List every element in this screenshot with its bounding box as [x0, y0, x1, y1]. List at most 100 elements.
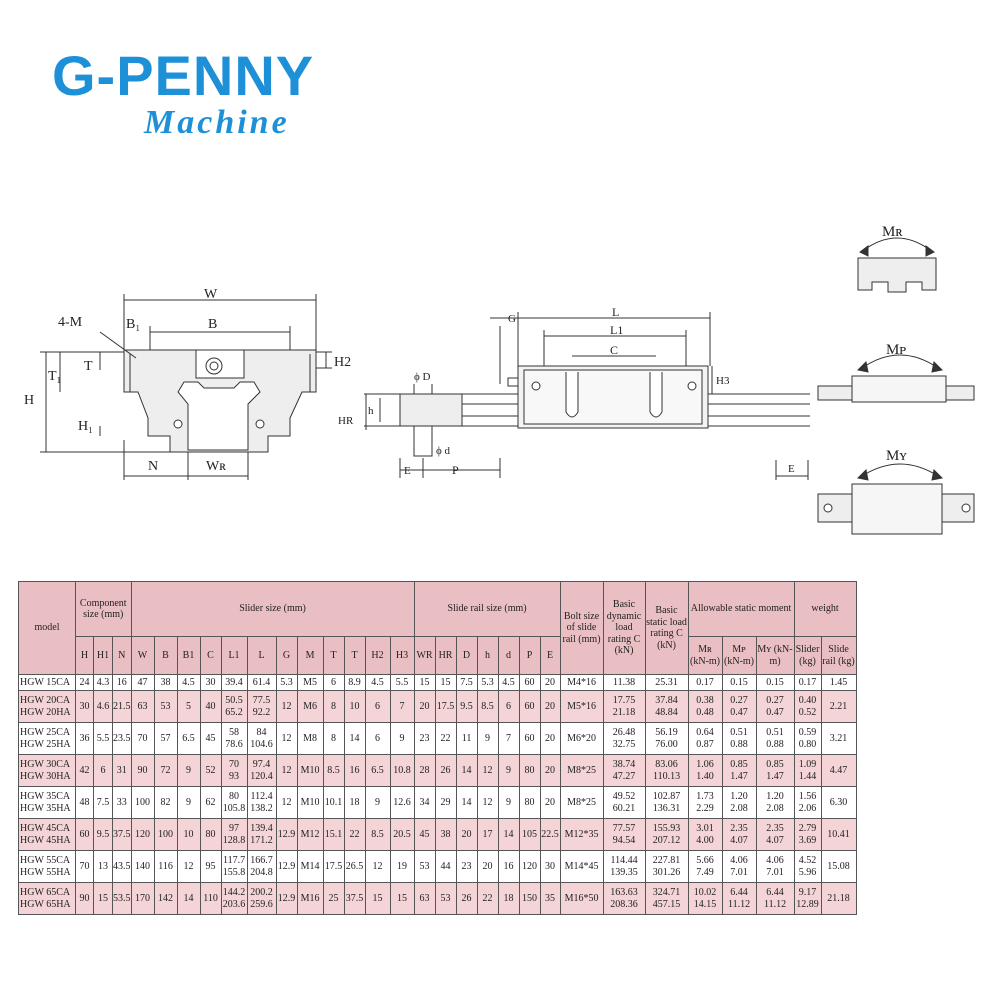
table-cell: 15.1 — [322, 818, 345, 851]
label-phi-d-small: ϕ d — [436, 445, 451, 457]
table-cell: 9.5 — [455, 690, 478, 723]
label-l: L — [612, 305, 619, 319]
table-cell: 4.47 — [820, 754, 857, 787]
table-cell: 142 — [153, 882, 178, 915]
table-cell: 15.08 — [820, 850, 857, 883]
table-cell: 97 128.8 — [220, 818, 248, 851]
table-cell: M10 — [296, 754, 324, 787]
table-cell: 19 — [389, 850, 415, 883]
table-cell: 80 — [518, 786, 541, 819]
table-cell: 30 — [199, 674, 222, 691]
model-cell: HGW 25CA HGW 25HA — [18, 722, 76, 755]
table-cell: 38.74 47.27 — [602, 754, 646, 787]
brand-logo: G-PENNY Machine — [52, 48, 372, 148]
table-cell: 22 — [434, 722, 457, 755]
model-cell: HGW 45CA HGW 45HA — [18, 818, 76, 851]
header-slider: Slider size (mm) — [130, 581, 415, 637]
table-cell: 84 104.6 — [246, 722, 277, 755]
model-cell: HGW 30CA HGW 30HA — [18, 754, 76, 787]
label-hr: HR — [338, 415, 354, 427]
table-cell: 44 — [434, 850, 457, 883]
table-cell: M6*20 — [559, 722, 604, 755]
subheader-c-6: C — [199, 636, 222, 675]
table-cell: 4.06 7.01 — [755, 850, 795, 883]
table-cell: 63 — [413, 882, 436, 915]
table-cell: 6 — [497, 690, 520, 723]
table-cell: 12.9 — [275, 882, 298, 915]
table-cell: 5.66 7.49 — [687, 850, 723, 883]
table-cell: 6.44 11.12 — [721, 882, 757, 915]
table-cell: 23.5 — [112, 722, 132, 755]
table-cell: 18 — [343, 786, 366, 819]
table-cell: 200.2 259.6 — [246, 882, 277, 915]
table-cell: 7 — [389, 690, 415, 723]
table-cell: 105 — [518, 818, 541, 851]
table-cell: 140 — [130, 850, 155, 883]
table-cell: 60 — [518, 690, 541, 723]
table-cell: 16 — [343, 754, 366, 787]
table-cell: 166.7 204.8 — [246, 850, 277, 883]
table-cell: 80 105.8 — [220, 786, 248, 819]
subheader-n-2: N — [112, 636, 132, 675]
table-cell: 53 — [153, 690, 178, 723]
subheader-my: Mʏ (kN-m) — [755, 636, 795, 675]
table-cell: 0.51 0.88 — [721, 722, 757, 755]
table-cell: 5.5 — [93, 722, 113, 755]
table-cell: 116 — [153, 850, 178, 883]
moment-mr-drawing — [857, 237, 937, 293]
subheader-d-19: d — [497, 636, 520, 675]
subheader-h-18: h — [476, 636, 499, 675]
table-cell: 15 — [413, 674, 436, 691]
table-cell: 17 — [476, 818, 499, 851]
table-cell: 0.27 0.47 — [755, 690, 795, 723]
table-cell: 36 — [75, 722, 94, 755]
table-cell: 4.6 — [93, 690, 113, 723]
subheader-l1-7: L1 — [220, 636, 248, 675]
table-cell: 22.5 — [539, 818, 561, 851]
table-cell: 20 — [455, 818, 478, 851]
table-cell: 112.4 138.2 — [246, 786, 277, 819]
table-cell: 9 — [176, 754, 201, 787]
table-cell: 4.5 — [364, 674, 391, 691]
table-cell: 1.73 2.29 — [687, 786, 723, 819]
table-cell: 163.63 208.36 — [602, 882, 646, 915]
table-cell: 42 — [75, 754, 94, 787]
table-cell: 6 — [364, 690, 391, 723]
table-cell: 5.3 — [275, 674, 298, 691]
table-cell: 33 — [112, 786, 132, 819]
table-cell: 7 — [497, 722, 520, 755]
table-cell: 227.81 301.26 — [644, 850, 689, 883]
table-cell: 12 — [275, 690, 298, 723]
table-cell: 22 — [476, 882, 499, 915]
table-cell: 1.56 2.06 — [793, 786, 822, 819]
table-cell: 1.20 2.08 — [721, 786, 757, 819]
table-cell: 70 93 — [220, 754, 248, 787]
table-cell: 47 — [130, 674, 155, 691]
table-cell: 0.15 — [755, 674, 795, 691]
side-view-drawing — [462, 312, 810, 480]
table-cell: 43.5 — [112, 850, 132, 883]
table-cell: 1.06 1.40 — [687, 754, 723, 787]
subheader-hr-16: HR — [434, 636, 457, 675]
subheader-l-8: L — [246, 636, 277, 675]
table-cell: 16 — [112, 674, 132, 691]
table-cell: 56.19 76.00 — [644, 722, 689, 755]
table-cell: 3.21 — [820, 722, 857, 755]
table-cell: 83.06 110.13 — [644, 754, 689, 787]
table-cell: 53.5 — [112, 882, 132, 915]
table-cell: 16 — [497, 850, 520, 883]
table-cell: 25.31 — [644, 674, 689, 691]
table-cell: 26.48 32.75 — [602, 722, 646, 755]
subheader-h-0: H — [75, 636, 94, 675]
table-cell: 77.57 94.54 — [602, 818, 646, 851]
table-cell: M4*16 — [559, 674, 604, 691]
table-cell: 77.5 92.2 — [246, 690, 277, 723]
header-static: Basic static load rating C (kN) — [644, 581, 689, 675]
table-cell: 9 — [476, 722, 499, 755]
subheader-wr-15: WR — [413, 636, 436, 675]
